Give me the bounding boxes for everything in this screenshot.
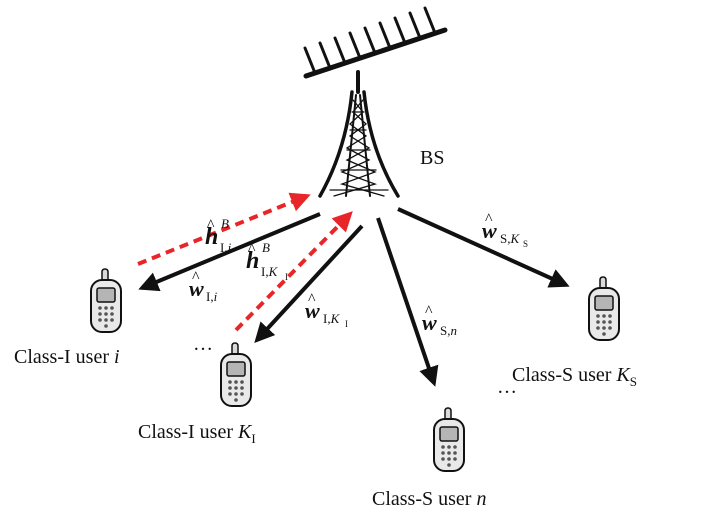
svg-text:w: w [305,298,320,323]
svg-text:S: S [523,239,528,249]
svg-text:^: ^ [485,211,493,228]
label-w-I-KI: w ^ I,K I [305,291,348,329]
ellipsis-class-i: … [193,333,213,355]
svg-text:I,K: I,K [323,311,341,326]
svg-text:I,i: I,i [220,240,232,255]
label-class-s-user-n: Class-S user n [372,488,486,510]
svg-text:h: h [246,248,259,274]
label-class-i-user-KI: Class-I user KI [138,421,256,446]
label-h-I-KI: h ^ B I,K I [246,240,288,282]
label-h-I-i: h ^ B I,i [205,216,232,255]
arrow-w-I-i [138,212,321,292]
svg-text:S,n: S,n [440,323,457,338]
arrow-h-I-KI [234,211,353,332]
bs-label: BS [420,147,444,169]
label-w-S-KS: w ^ S,K S [482,211,528,249]
svg-text:^: ^ [308,291,316,308]
label-w-S-n: w ^ S,n [422,303,457,338]
arrow-w-I-KI [254,224,364,343]
arrow-h-I-i [137,192,311,266]
svg-text:I: I [345,319,348,329]
svg-text:w: w [189,276,204,301]
arrow-w-S-n [376,217,439,387]
svg-text:I,i: I,i [206,289,218,304]
svg-text:B: B [221,216,229,231]
svg-text:B: B [262,240,270,255]
label-class-s-user-KS: Class-S user KS [512,364,637,389]
svg-text:h: h [205,224,218,250]
phone-icon-class-i-k [220,342,252,407]
label-w-I-i: w ^ I,i [189,269,218,304]
svg-text:I,K: I,K [261,264,279,279]
svg-text:w: w [482,218,497,243]
label-class-i-user-i: Class-I user i [14,346,120,368]
phone-icon-class-s-k [588,276,620,341]
svg-text:^: ^ [192,269,200,286]
svg-text:S,K: S,K [500,231,520,246]
phone-icon-class-i-i [90,268,122,333]
cell-tower-icon [303,6,448,198]
svg-text:^: ^ [207,217,215,234]
svg-text:w: w [422,310,437,335]
svg-text:I: I [285,272,288,282]
svg-text:^: ^ [248,241,256,258]
phone-icon-class-s-n [433,407,465,472]
ellipsis-class-s: … [497,376,517,398]
arrow-w-S-KS [397,207,570,288]
svg-text:^: ^ [425,303,433,320]
